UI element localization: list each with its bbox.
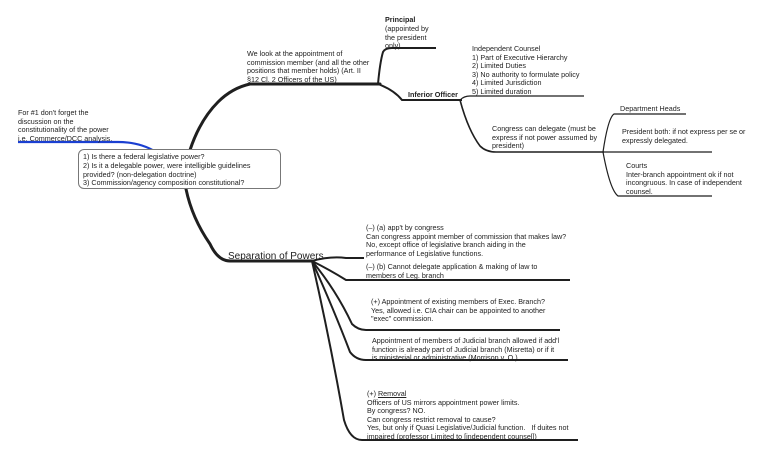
congress-delegate-topic[interactable]: Congress can delegate (must be express i… [492, 124, 598, 151]
removal-prefix: (+) [367, 389, 378, 398]
central-line-1: 1) Is there a federal legislative power? [83, 152, 205, 161]
sep-removal-branch [311, 260, 578, 441]
central-line-3: provided? (non-delegation doctrine) [83, 169, 197, 179]
sep-item-3-branch [311, 260, 560, 331]
president-both-topic[interactable]: President both: if not express per se or… [622, 127, 746, 145]
sep-item-cannot-delegate[interactable]: (–) (b) Cannot delegate application & ma… [366, 262, 538, 280]
sep-item-1-branch [311, 256, 364, 262]
principal-title[interactable]: Principal [385, 15, 416, 24]
removal-body: Officers of US mirrors appointment power… [367, 397, 569, 441]
central-topic[interactable]: 1) Is there a federal legislative power?… [78, 149, 281, 189]
counsel-branch [459, 95, 584, 101]
principal-branch [377, 47, 436, 85]
dept-branch [602, 113, 686, 153]
appointment-topic[interactable]: We look at the appointment of commission… [247, 49, 370, 84]
principal-detail: (appointed by the president only) [385, 24, 429, 51]
courts-topic[interactable]: Courts Inter-branch appointment ok if no… [626, 161, 742, 196]
central-line-4: 3) Commission/agency composition constit… [83, 178, 245, 188]
separation-branch [184, 187, 314, 263]
courts-branch [602, 151, 712, 197]
removal-heading: Removal [377, 389, 407, 398]
department-heads-topic[interactable]: Department Heads [620, 104, 681, 113]
independent-counsel-topic[interactable]: Independent Counsel 1) Part of Executive… [472, 44, 580, 96]
inferior-officer-topic[interactable]: Inferior Officer [408, 90, 458, 99]
sep-item-judicial-branch[interactable]: Appointment of members of Judicial branc… [372, 336, 560, 363]
separation-of-powers-topic[interactable]: Separation of Powers [228, 251, 324, 262]
sep-item-2-branch [311, 260, 570, 281]
appointment-branch [188, 82, 382, 152]
inferior-branch [377, 83, 462, 101]
sep-item-4-branch [311, 260, 568, 361]
central-line-2: 2) Is it a delegable power, were intelli… [83, 160, 251, 170]
sep-item-removal[interactable]: (+) Removal Officers of US mirrors appoi… [367, 389, 569, 442]
sep-item-exec-branch[interactable]: (+) Appointment of existing members of E… [371, 297, 546, 324]
commerce-note: For #1 don't forget the discussion on th… [18, 108, 113, 143]
sep-item-appt-by-congress[interactable]: (–) (a) app't by congress Can congress a… [366, 223, 567, 258]
congress-branch [459, 99, 604, 153]
